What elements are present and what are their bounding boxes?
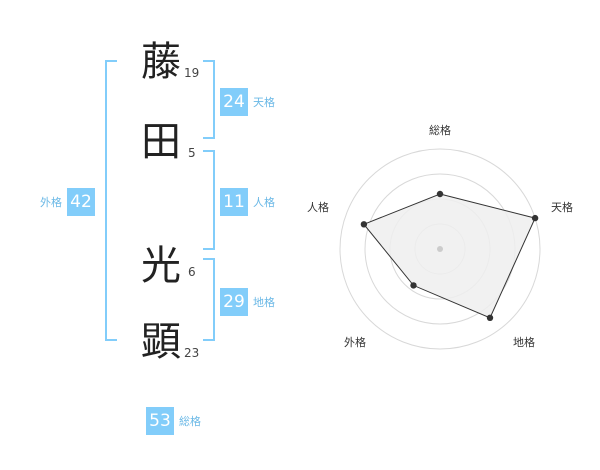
- stroke-count-1: 19: [184, 66, 200, 80]
- name-char-1: 藤: [141, 39, 181, 85]
- stroke-count-2: 5: [188, 146, 196, 160]
- radar-center: [437, 246, 443, 252]
- name-char-2: 田: [141, 119, 181, 165]
- bracket-jinkaku: [203, 150, 215, 250]
- chikaku-label: 地格: [253, 296, 275, 309]
- tenkaku-label: 天格: [253, 96, 275, 109]
- name-char-3: 光: [141, 243, 181, 289]
- radar-point-4: [410, 282, 417, 289]
- bracket-gaikaku: [105, 60, 117, 341]
- bracket-tenkaku: [203, 60, 215, 139]
- radar-label-tenkaku: 天格: [551, 200, 573, 214]
- radar-label-gaikaku: 外格: [344, 335, 366, 349]
- jinkaku-value: 11: [220, 188, 248, 216]
- stroke-count-4: 23: [184, 346, 200, 360]
- radar-point-3: [486, 314, 494, 321]
- radar-point-2: [531, 214, 539, 222]
- tenkaku-value: 24: [220, 88, 248, 116]
- soukaku-badge: 53 総格: [146, 407, 201, 435]
- radar-label-jinkaku: 人格: [307, 200, 329, 214]
- tenkaku-badge: 24 天格: [220, 88, 275, 116]
- radar-point-5: [360, 221, 368, 228]
- radar-points: [360, 190, 539, 321]
- chikaku-badge: 29 地格: [220, 288, 275, 316]
- radar-point-1: [436, 190, 444, 198]
- radar-label-soukaku: 総格: [429, 123, 451, 137]
- gaikaku-label: 外格: [40, 196, 62, 209]
- jinkaku-badge: 11 人格: [220, 188, 275, 216]
- chikaku-value: 29: [220, 288, 248, 316]
- soukaku-value: 53: [146, 407, 174, 435]
- radar-ring-4: [339, 148, 541, 350]
- soukaku-label: 総格: [179, 415, 201, 428]
- jinkaku-label: 人格: [253, 196, 275, 209]
- name-char-4: 顕: [141, 319, 181, 365]
- gaikaku-value: 42: [67, 188, 95, 216]
- radar-shape: [363, 193, 536, 319]
- bracket-lines: [105, 60, 215, 341]
- radar-label-chikaku: 地格: [513, 335, 535, 349]
- stroke-count-3: 6: [188, 265, 196, 279]
- gaikaku-badge: 外格 42: [40, 188, 95, 216]
- bracket-chikaku: [203, 258, 215, 341]
